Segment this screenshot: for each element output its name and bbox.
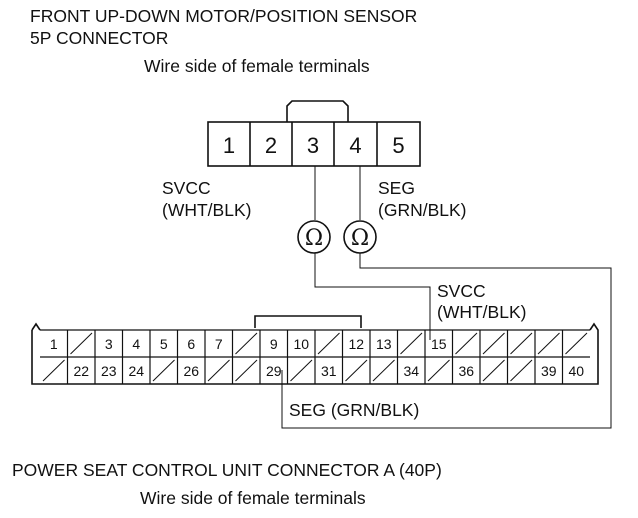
pin-12: 12	[348, 336, 364, 352]
empty-cavity-slash	[235, 359, 258, 382]
empty-cavity-slash	[482, 332, 505, 355]
pin-9: 9	[270, 336, 278, 352]
pin-40: 40	[568, 363, 584, 379]
empty-cavity-slash	[317, 332, 340, 355]
footer-title: POWER SEAT CONTROL UNIT CONNECTOR A (40P…	[12, 460, 442, 480]
pin-39: 39	[541, 363, 557, 379]
connector-5p-lock-tab	[286, 100, 349, 122]
header-title-line2: 5P CONNECTOR	[30, 28, 169, 48]
pin-31: 31	[321, 363, 337, 379]
svcc-label-40p: SVCC	[437, 281, 486, 301]
empty-cavity-slash	[510, 332, 533, 355]
empty-cavity-slash	[207, 359, 230, 382]
seg-label-40p: SEG (GRN/BLK)	[289, 400, 420, 420]
pin-1: 1	[50, 336, 58, 352]
seg-label-5p: SEG	[378, 178, 415, 198]
empty-cavity-slash	[70, 332, 93, 355]
ohm-icon: Ω	[305, 226, 323, 251]
pin-22: 22	[73, 363, 89, 379]
empty-cavity-slash	[345, 359, 368, 382]
connector-40p-housing	[31, 322, 599, 385]
pin-26: 26	[183, 363, 199, 379]
empty-cavity-slash	[482, 359, 505, 382]
connector-40p-lock-tab	[254, 315, 362, 328]
empty-cavity-slash	[290, 359, 313, 382]
pin-3: 3	[307, 133, 319, 158]
pin-13: 13	[376, 336, 392, 352]
pin-7: 7	[215, 336, 223, 352]
header-title-line1: FRONT UP-DOWN MOTOR/POSITION SENSOR	[30, 6, 418, 26]
pin-29: 29	[266, 363, 282, 379]
pin-24: 24	[128, 363, 144, 379]
ohmmeter-right: Ω	[343, 220, 377, 254]
pin-6: 6	[187, 336, 195, 352]
pin-23: 23	[101, 363, 117, 379]
pin-2: 2	[265, 133, 277, 158]
wire-seg-40p	[281, 252, 612, 429]
svcc-color-5p: (WHT/BLK)	[162, 200, 252, 220]
connector-5p-housing	[207, 121, 421, 167]
ohm-icon: Ω	[351, 226, 369, 251]
pin-3: 3	[105, 336, 113, 352]
pin-15: 15	[431, 336, 447, 352]
footer-subtitle: Wire side of female terminals	[140, 488, 366, 508]
header-subtitle: Wire side of female terminals	[144, 56, 370, 76]
pin-4: 4	[132, 336, 140, 352]
empty-cavity-slash	[152, 359, 175, 382]
seg-color-5p: (GRN/BLK)	[378, 200, 467, 220]
empty-cavity-slash	[455, 332, 478, 355]
empty-cavity-slash	[400, 332, 423, 355]
wire-svcc-40p	[314, 252, 431, 340]
empty-cavity-slash	[372, 359, 395, 382]
empty-cavity-slash	[510, 359, 533, 382]
empty-cavity-slash	[42, 359, 65, 382]
empty-cavity-slash	[565, 332, 588, 355]
empty-cavity-slash	[537, 332, 560, 355]
empty-cavity-slash	[235, 332, 258, 355]
svcc-color-40p: (WHT/BLK)	[437, 302, 527, 322]
pin-1: 1	[223, 133, 235, 158]
pin-5: 5	[392, 133, 404, 158]
wires	[281, 166, 612, 429]
pin-10: 10	[293, 336, 309, 352]
pin-36: 36	[458, 363, 474, 379]
pin-5: 5	[160, 336, 168, 352]
empty-cavity-slash	[427, 359, 450, 382]
connector-5p	[207, 100, 421, 167]
ohmmeter-left: Ω	[297, 220, 331, 254]
svcc-label-5p: SVCC	[162, 178, 211, 198]
pin-34: 34	[403, 363, 419, 379]
pin-4: 4	[349, 133, 361, 158]
